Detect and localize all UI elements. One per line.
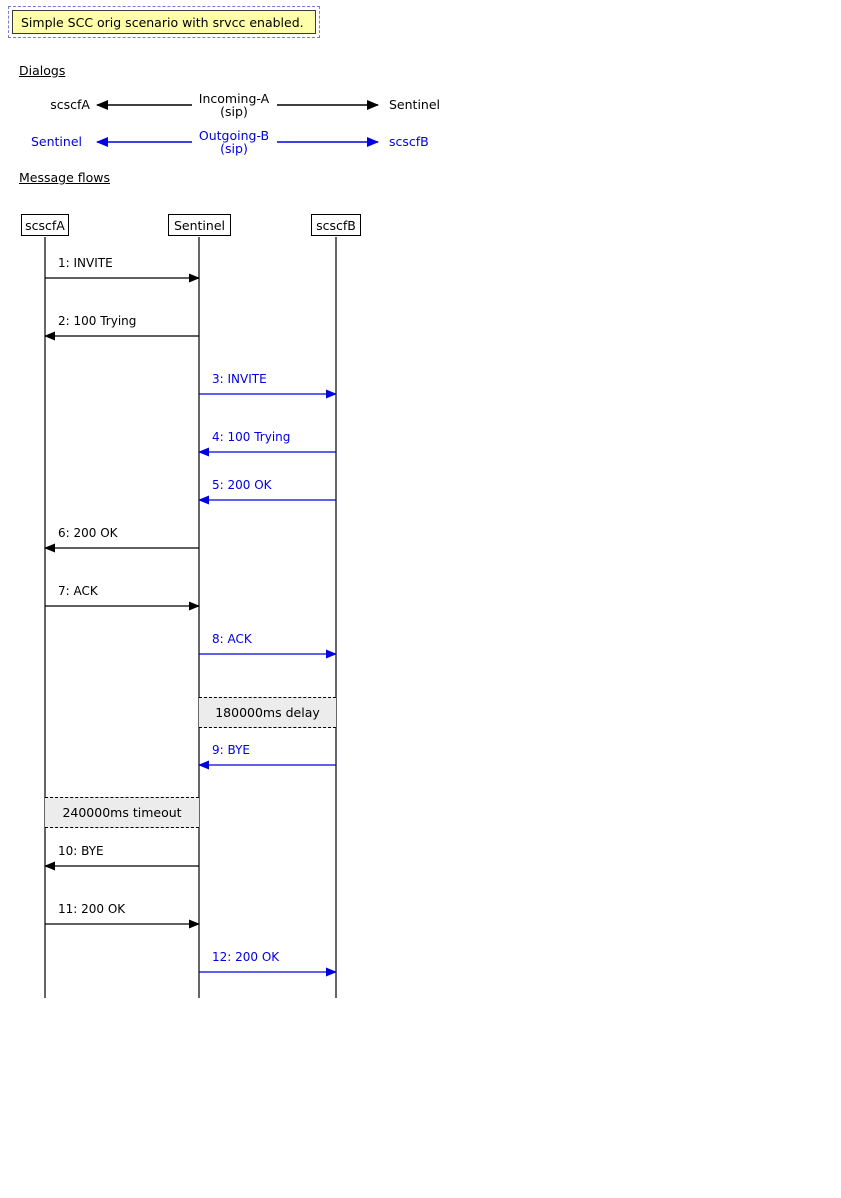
message-12-label: 12: 200 OK: [212, 950, 280, 964]
message-1-label: 1: INVITE: [58, 256, 113, 270]
dialog-1-name: Incoming-A(sip): [174, 92, 294, 118]
message-4-label: 4: 100 Trying: [212, 430, 291, 444]
dialog-1-name-text: Incoming-A: [198, 91, 270, 106]
message-3-label: 3: INVITE: [212, 372, 267, 386]
message-9-label: 9: BYE: [212, 743, 250, 757]
message-8-label: 8: ACK: [212, 632, 252, 646]
title-note-text: Simple SCC orig scenario with srvcc enab…: [12, 10, 316, 34]
lifelines-group: [44, 237, 337, 998]
message-flows-section-heading: Message flows: [19, 170, 111, 185]
dialogs-section-heading: Dialogs: [19, 63, 66, 78]
delay-box-1: 180000ms delay: [199, 697, 336, 728]
dialog-1-right-endpoint: Sentinel: [389, 97, 441, 112]
dialog-2-protocol: (sip): [220, 141, 248, 156]
participant-box-scscfb[interactable]: scscfB: [311, 214, 361, 236]
title-note: Simple SCC orig scenario with srvcc enab…: [8, 6, 320, 38]
dialog-2-name-text: Outgoing-B: [198, 128, 270, 143]
dialog-1-left-endpoint: scscfA: [50, 97, 90, 112]
message-6-label: 6: 200 OK: [58, 526, 118, 540]
message-7-label: 7: ACK: [58, 584, 98, 598]
dialog-2-name: Outgoing-B(sip): [174, 129, 294, 155]
message-11-label: 11: 200 OK: [58, 902, 126, 916]
message-5-label: 5: 200 OK: [212, 478, 272, 492]
delay-box-2: 240000ms timeout: [45, 797, 199, 828]
message-10-label: 10: BYE: [58, 844, 104, 858]
participant-box-sentinel[interactable]: Sentinel: [168, 214, 231, 236]
message-2-label: 2: 100 Trying: [58, 314, 137, 328]
dialog-2-right-endpoint: scscfB: [389, 134, 429, 149]
dialog-1-protocol: (sip): [220, 104, 248, 119]
message-arrows-group: [44, 273, 337, 977]
participant-box-scscfa[interactable]: scscfA: [21, 214, 69, 236]
dialog-2-left-endpoint: Sentinel: [30, 134, 82, 149]
